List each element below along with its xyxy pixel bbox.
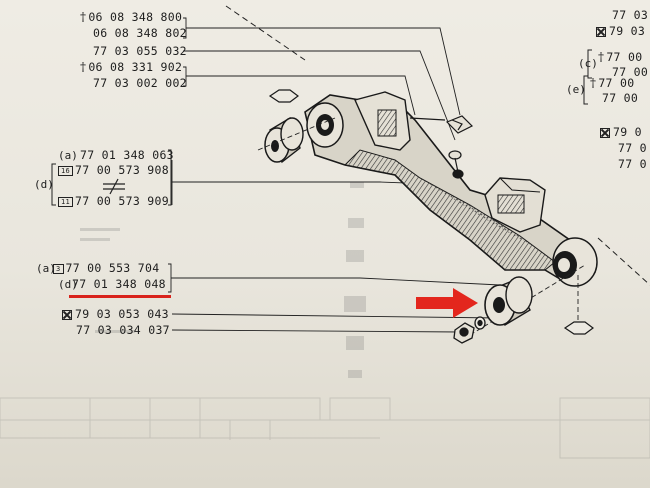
quantity-box-3: 3 <box>53 263 64 274</box>
right-part-1: 77 03 <box>612 8 649 22</box>
dagger-mark: † <box>590 76 597 90</box>
dash-line-right <box>597 237 650 286</box>
trailing-arm <box>304 91 598 287</box>
part-number-2: 06 08 348 802 <box>93 26 187 40</box>
right-part-4: 77 00 <box>612 65 649 79</box>
variant-label-d: (d) <box>34 178 54 191</box>
variant-label-a: (a) <box>58 149 78 162</box>
rear-bush <box>484 276 533 327</box>
variant-label-b-d: (d) <box>58 278 78 291</box>
part-number-7: 77 03 034 037 <box>76 323 170 337</box>
dagger-mark: † <box>598 50 605 64</box>
right-label-e: (e) <box>566 83 586 96</box>
x-box-icon <box>600 127 610 138</box>
leader-lines <box>168 17 501 333</box>
variant-label-b-a: (a) <box>36 262 56 275</box>
part-number-6: 79 03 053 043 <box>62 308 169 321</box>
right-part-8: 77 0 <box>618 141 647 155</box>
background-show-through <box>0 397 650 459</box>
quantity-box-16: 16 <box>58 165 74 176</box>
x-box-icon <box>596 26 606 37</box>
dagger-mark: † <box>80 10 87 24</box>
x-box-icon <box>62 309 72 320</box>
diamond-symbols <box>268 89 594 335</box>
right-part-9: 77 0 <box>618 157 647 171</box>
faint-column-marks <box>80 150 366 378</box>
dash-line-top <box>225 5 306 61</box>
right-part-5: †77 00 <box>590 76 635 90</box>
quantity-box-11: 11 <box>58 196 74 207</box>
red-underline <box>69 295 171 298</box>
right-part-6: 77 00 <box>602 91 639 105</box>
right-part-7: 79 0 <box>600 126 642 139</box>
part-number-1: †06 08 348 800 <box>80 10 183 24</box>
red-arrow-pointer <box>416 288 478 318</box>
bolt-hardware-top <box>409 115 474 179</box>
washer-and-nut <box>453 316 486 344</box>
right-part-2: 79 03 <box>596 25 645 38</box>
part-number-5: 77 03 002 002 <box>93 76 187 90</box>
dagger-mark: † <box>80 60 87 74</box>
axis-line-left <box>257 117 336 151</box>
part-number-4: †06 08 331 902 <box>80 60 183 74</box>
left-bush <box>264 116 304 164</box>
part-number-ga: 77 01 348 063 <box>80 148 174 162</box>
part-number-highlighted: 77 01 348 048 <box>72 277 166 291</box>
part-number-3: 77 03 055 032 <box>93 44 187 58</box>
right-part-3: †77 00 <box>598 50 643 64</box>
